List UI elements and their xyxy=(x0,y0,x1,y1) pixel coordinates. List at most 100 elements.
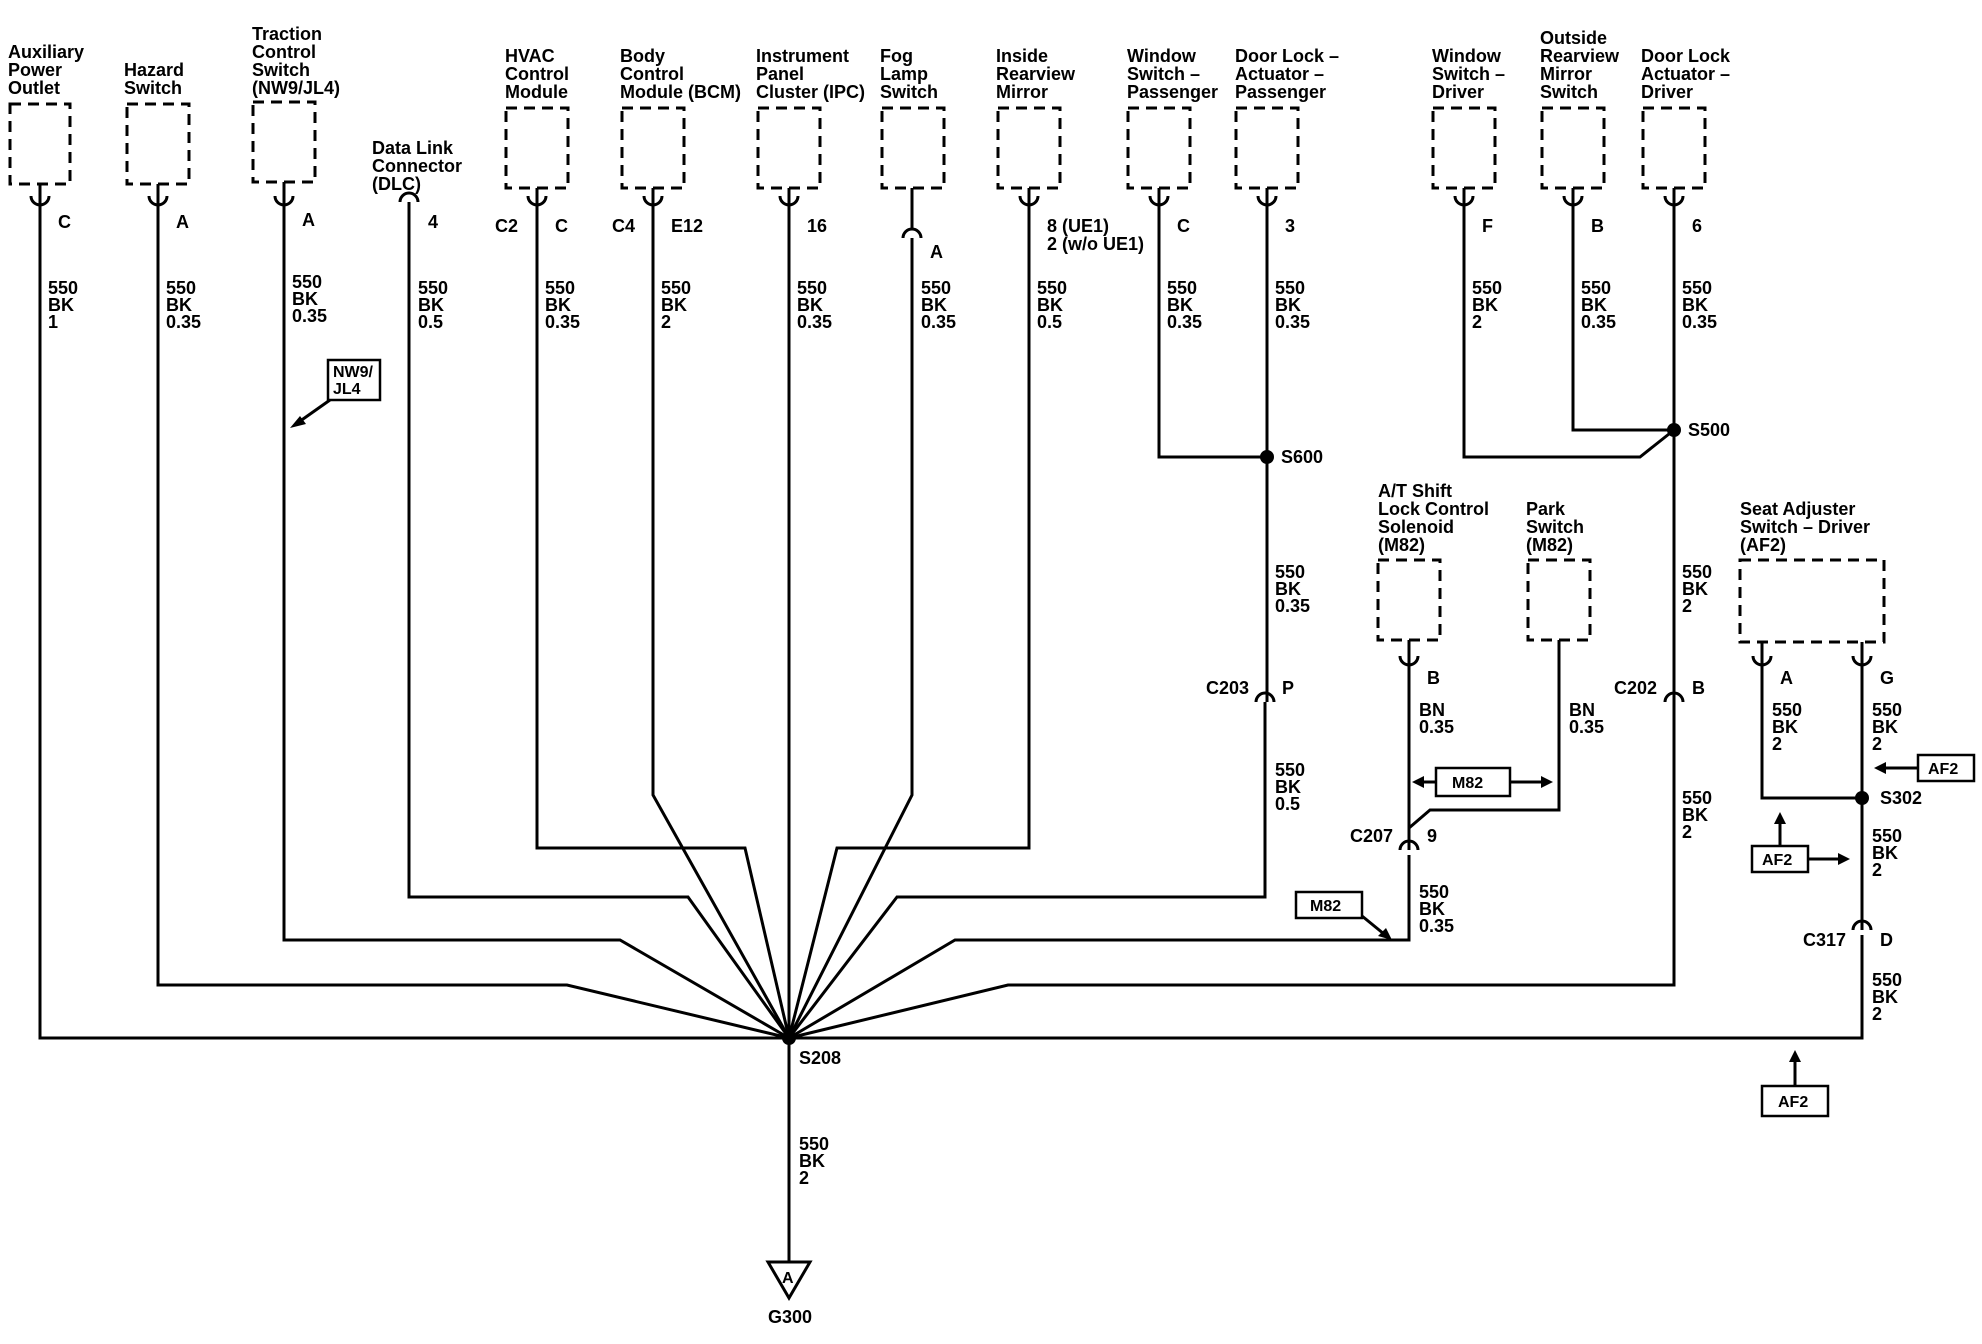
wire-c207 xyxy=(788,855,1411,1040)
door-lock-driver-box xyxy=(1641,106,1707,190)
pin-seat-g: G xyxy=(1880,668,1894,688)
pin-lock-driver: 6 xyxy=(1692,216,1702,236)
tag-af2-mid-label: AF2 xyxy=(1762,852,1792,869)
tag-nw9-label: NW9/JL4 xyxy=(333,364,374,398)
wire-c203 xyxy=(787,724,1267,1039)
wire-window-driver xyxy=(1462,205,1675,459)
connector-c207-pin: 9 xyxy=(1427,826,1437,846)
s302-dot xyxy=(1855,791,1869,805)
pin-mirror-wo-ue1: 2 (w/o UE1) xyxy=(1047,234,1144,254)
pin-ipc: 16 xyxy=(807,216,827,236)
splice-s500: S500 xyxy=(1688,420,1730,440)
tag-m82-bottom-label: M82 xyxy=(1310,898,1341,915)
pin-seat-a: A xyxy=(1780,668,1793,688)
s500-dot xyxy=(1667,423,1681,437)
wire-c202 xyxy=(788,724,1676,1040)
connector-c203: C203 xyxy=(1206,678,1249,698)
traction-switch-box xyxy=(251,100,317,184)
seat-adjuster-box xyxy=(1738,558,1886,644)
af2-tag-bottom xyxy=(1760,1084,1830,1118)
ground-symbol xyxy=(765,1260,813,1301)
wire-window-passenger xyxy=(1157,205,1267,459)
wire-traction xyxy=(282,205,790,1040)
wire-park xyxy=(1408,665,1561,830)
wire-bcm xyxy=(651,205,791,1039)
splice-s302: S302 xyxy=(1880,788,1922,808)
splice-s600: S600 xyxy=(1281,447,1323,467)
hazard-switch-box xyxy=(125,102,191,186)
pin-shift-lock: B xyxy=(1427,668,1440,688)
pin-mirror-ue1: 8 (UE1) xyxy=(1047,216,1109,236)
pin-window-driver: F xyxy=(1482,216,1493,236)
pin-aux: C xyxy=(58,212,71,232)
pin-window-passenger: C xyxy=(1177,216,1190,236)
tag-m82-top-label: M82 xyxy=(1452,775,1483,792)
option-tags xyxy=(290,358,1976,1118)
connector-c317: C317 xyxy=(1803,930,1846,950)
shift-lock-solenoid-box xyxy=(1376,558,1442,642)
connector-c317-pin: D xyxy=(1880,930,1893,950)
nw9-tag xyxy=(326,358,382,402)
m82-tag-bottom xyxy=(1294,890,1364,920)
pin-hvac: C xyxy=(555,216,568,236)
park-switch-box xyxy=(1526,558,1592,642)
aux-outlet-box xyxy=(8,102,72,186)
wires xyxy=(38,202,1864,1262)
wire-hazard xyxy=(156,205,790,1040)
wire-aux-outlet xyxy=(38,205,1864,1040)
pin-dlc: 4 xyxy=(428,212,438,232)
tag-af2-bottom-label: AF2 xyxy=(1778,1094,1808,1111)
door-lock-passenger-box xyxy=(1234,106,1300,190)
pin-hvac-connector: C2 xyxy=(495,216,518,236)
inside-mirror-box xyxy=(996,106,1062,190)
wire-fog xyxy=(787,238,914,1039)
wire-seat-a xyxy=(1760,665,1862,800)
window-switch-driver-box xyxy=(1431,106,1497,190)
ground-symbol-letter: A xyxy=(782,1270,794,1287)
splice-s208: S208 xyxy=(799,1048,841,1068)
outside-mirror-switch-box xyxy=(1540,106,1606,190)
pin-outside-mirror: B xyxy=(1591,216,1604,236)
m82-tag-top xyxy=(1434,766,1512,798)
